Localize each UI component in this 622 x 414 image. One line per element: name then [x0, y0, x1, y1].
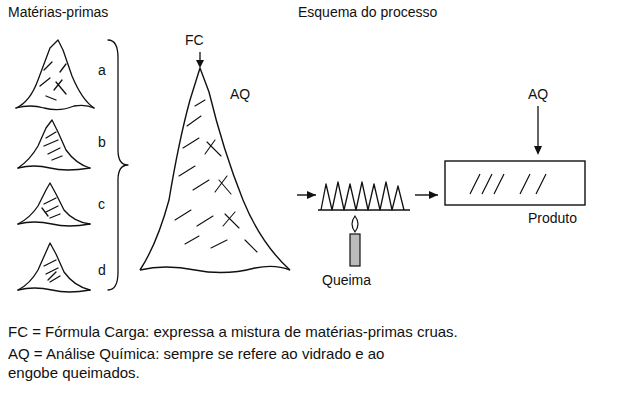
product-label: Produto: [528, 210, 577, 227]
process-label: Queima: [322, 272, 371, 289]
analysis-label: AQ: [230, 86, 250, 103]
pile-letter: d: [98, 262, 106, 279]
mixture-pile-outline: [135, 30, 295, 278]
process-arrow: [297, 191, 316, 199]
mixture-pile: FC AQ: [135, 30, 295, 278]
pile-letter: c: [98, 196, 105, 213]
section-heading: Matérias-primas: [8, 4, 108, 21]
footnote: AQ = Análise Química: sempre se refere a…: [8, 344, 408, 382]
pile-letter: a: [98, 62, 106, 79]
firing-kiln: Queima: [318, 176, 413, 294]
product-tile: AQ Produto: [440, 86, 590, 232]
footnote: FC = Fórmula Carga: expressa a mistura d…: [8, 322, 458, 341]
section-heading: Esquema do processo: [298, 4, 437, 21]
pile-letter: b: [98, 134, 106, 151]
formula-label: FC: [185, 32, 204, 49]
analysis-label: AQ: [528, 86, 548, 103]
process-arrow: [415, 191, 438, 199]
